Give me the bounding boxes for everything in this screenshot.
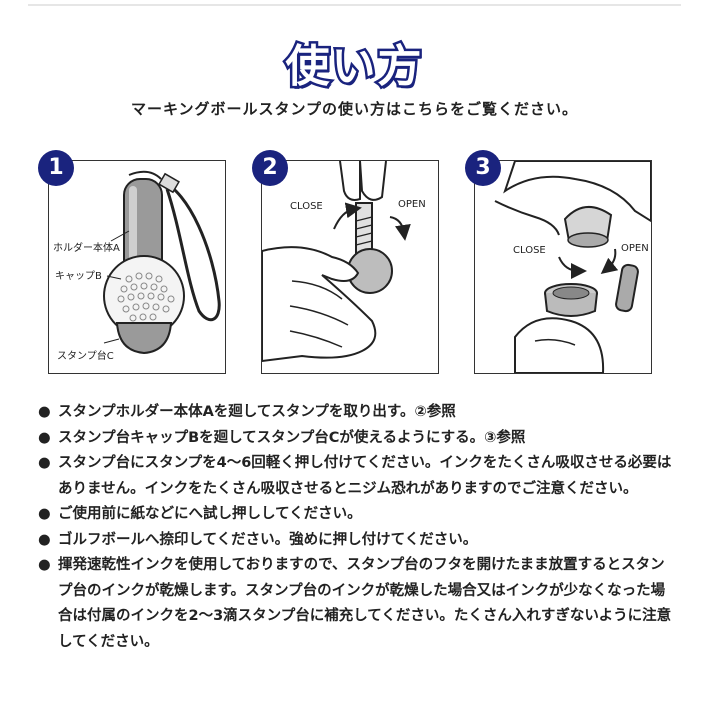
step-1-illustration: ホルダー本体A キャップB スタンプ台C	[48, 160, 226, 374]
label-close: CLOSE	[513, 245, 546, 256]
stamp-parts-drawing	[103, 170, 221, 355]
remove-stamp-drawing	[262, 161, 411, 363]
bullet-icon: ●	[38, 404, 51, 420]
page-title: 使い方	[283, 39, 424, 95]
top-divider	[28, 4, 681, 6]
step-3-badge: 3	[465, 150, 501, 186]
step-2-badge: 2	[252, 150, 288, 186]
label-cap-b: キャップB	[55, 271, 102, 282]
page-subtitle: マーキングボールスタンプの使い方はこちらをご覧ください。	[130, 100, 579, 118]
step-1-badge: 1	[38, 150, 74, 186]
bullet-icon: ●	[38, 531, 51, 548]
instruction-item: ●スタンプ台にスタンプを4〜6回軽く押し付けてください。インクをたくさん吸収させ…	[38, 451, 678, 502]
instruction-item: ●揮発速乾性インクを使用しておりますので、スタンプ台のフタを開けたまま放置すると…	[38, 553, 678, 655]
step-2-illustration: CLOSE OPEN	[261, 160, 439, 374]
instruction-item: ●スタンプ台キャップBを廻してスタンプ台Cが使えるようにする。③参照	[38, 426, 678, 452]
bullet-icon: ●	[38, 455, 51, 471]
label-close: CLOSE	[290, 201, 323, 212]
bullet-icon: ●	[38, 557, 51, 573]
label-holder-a: ホルダー本体A	[53, 243, 120, 254]
instruction-item: ●ゴルフボールへ捺印してください。強めに押し付けてください。	[38, 528, 678, 554]
label-open: OPEN	[621, 243, 649, 254]
label-pad-c: スタンプ台C	[57, 351, 114, 362]
instruction-item: ●スタンプホルダー本体Aを廻してスタンプを取り出す。②参照	[38, 400, 678, 426]
bullet-icon: ●	[38, 429, 51, 446]
open-pad-drawing	[494, 161, 651, 373]
instruction-item: ●ご使用前に紙などにへ試し押ししてください。	[38, 502, 678, 528]
instructions-list: ●スタンプホルダー本体Aを廻してスタンプを取り出す。②参照 ●スタンプ台キャップ…	[38, 400, 678, 655]
bullet-icon: ●	[38, 506, 51, 522]
step-3-illustration: CLOSE OPEN	[474, 160, 652, 374]
label-open: OPEN	[398, 199, 426, 210]
